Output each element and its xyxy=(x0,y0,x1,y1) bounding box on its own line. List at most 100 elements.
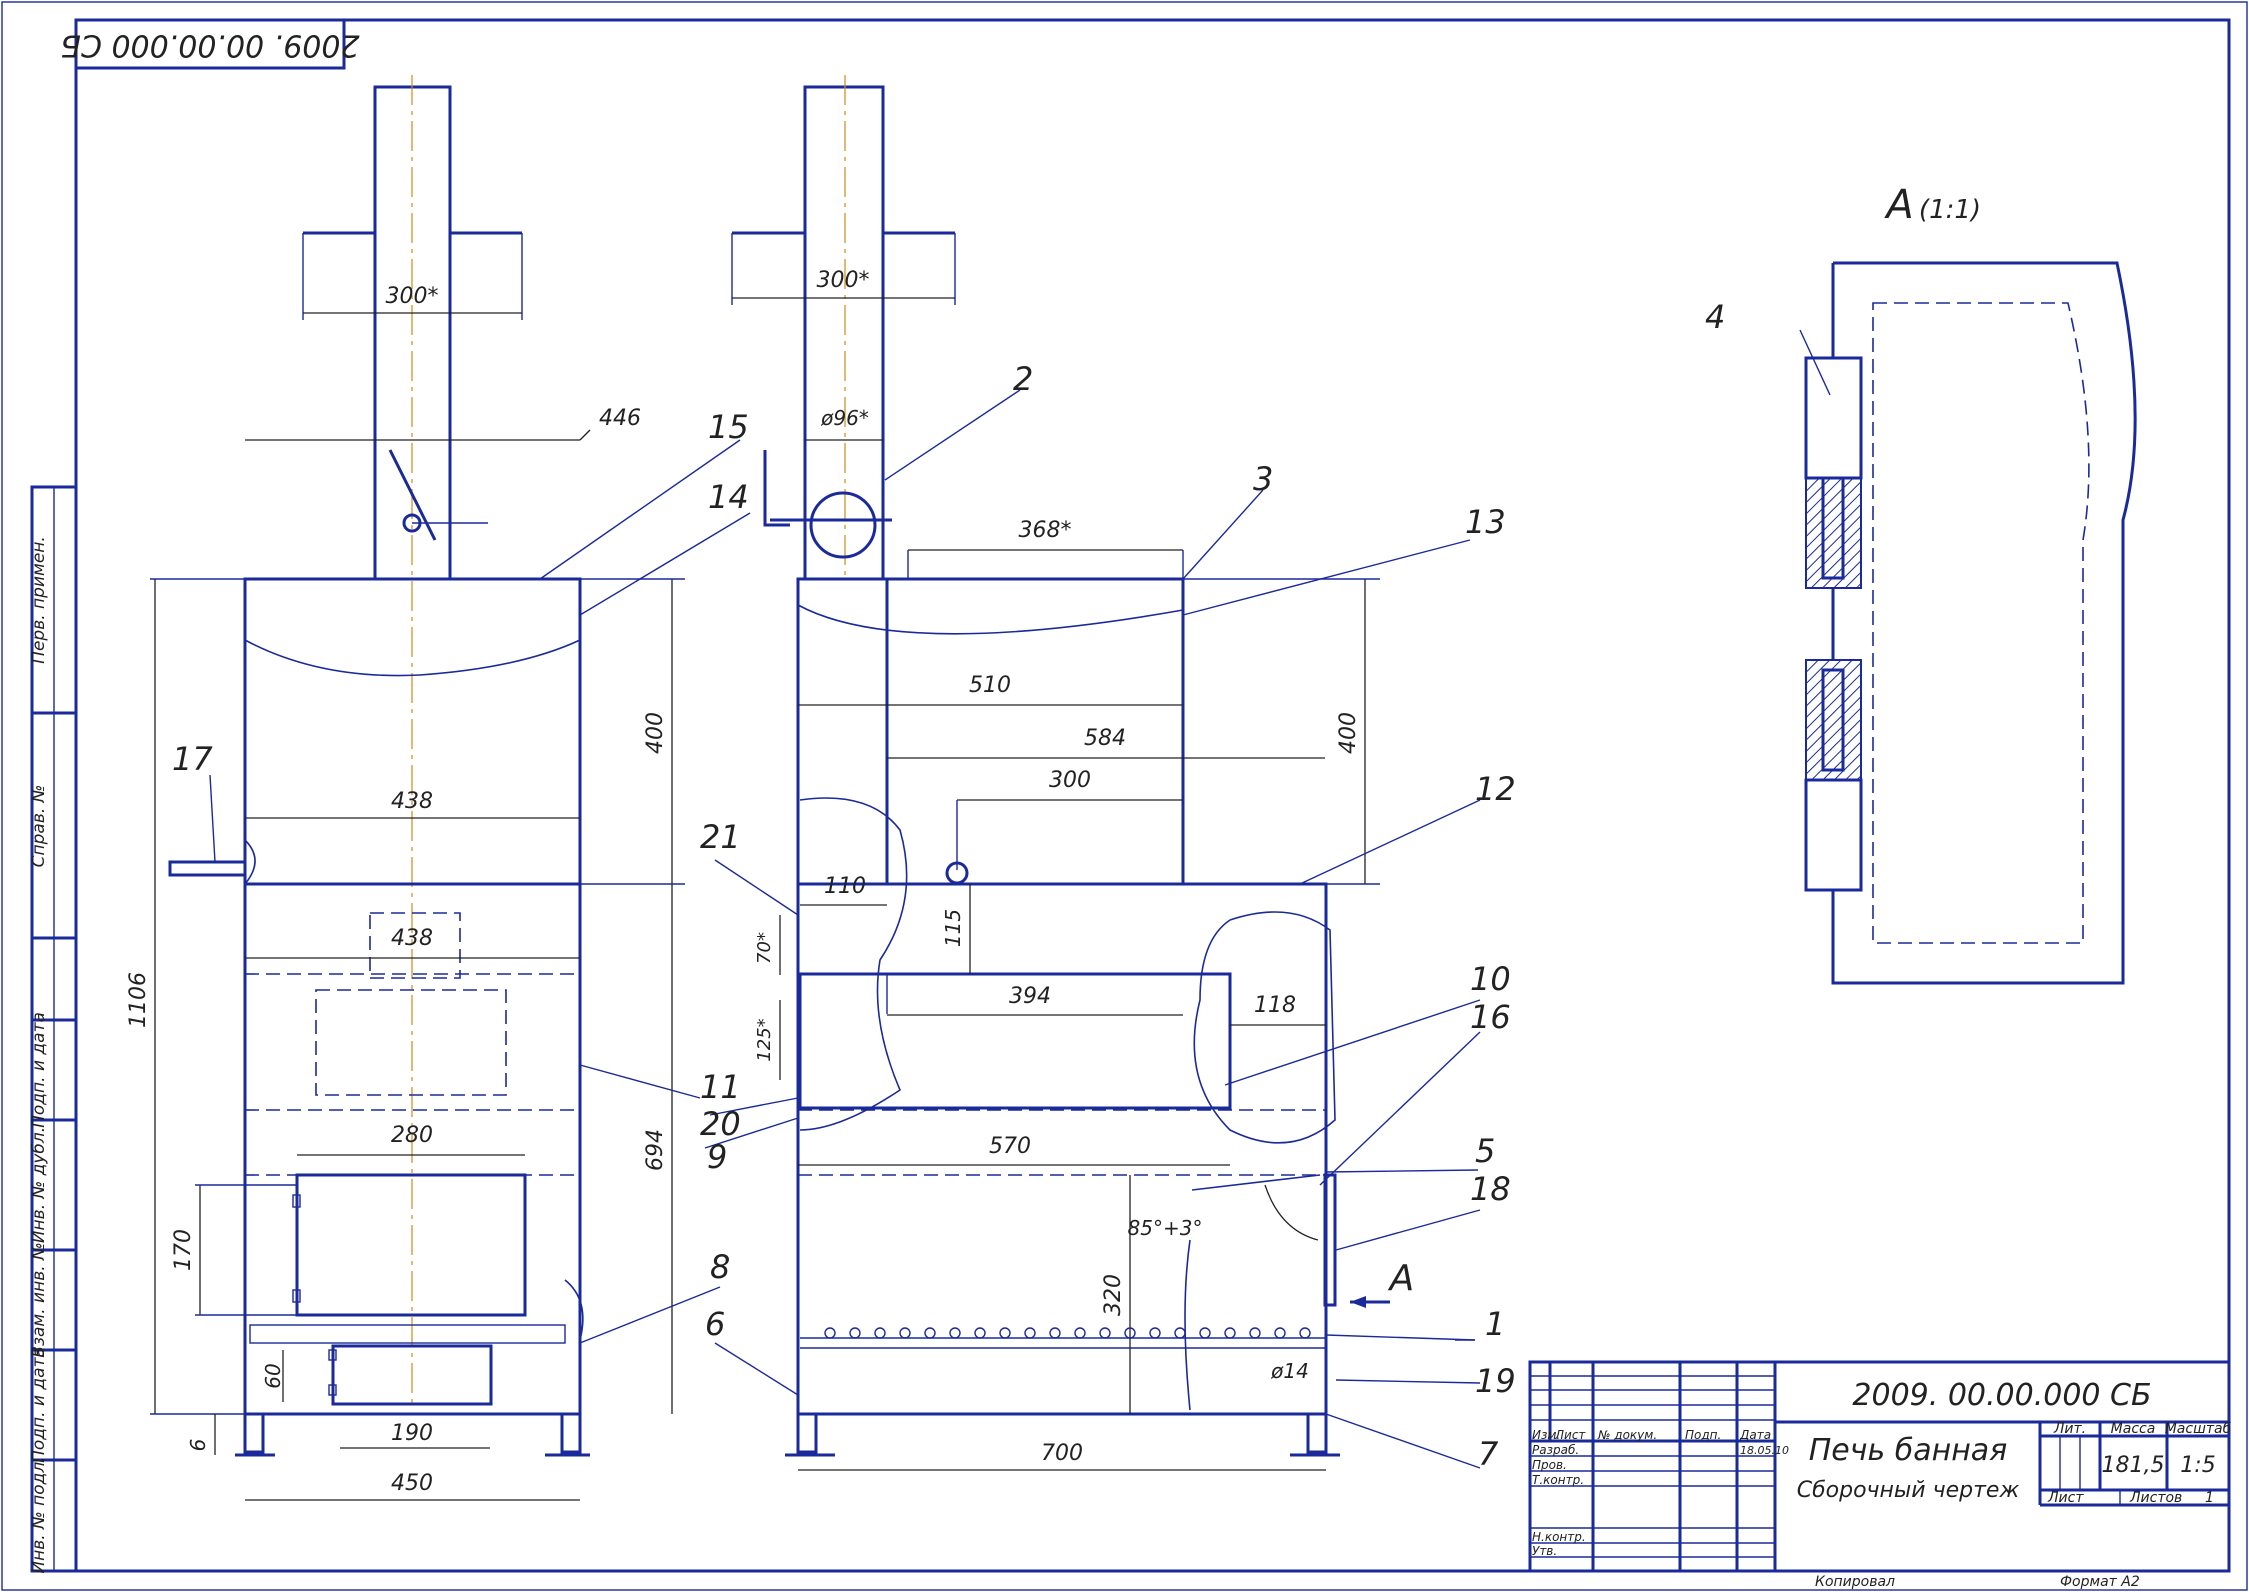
dim-6: 6 xyxy=(186,1439,210,1452)
dim-368: 368* xyxy=(1019,518,1072,543)
callout-12: 12 xyxy=(1475,770,1516,808)
callout-5: 5 xyxy=(1475,1132,1495,1170)
dim-125: 125* xyxy=(754,1018,775,1061)
dim-394: 394 xyxy=(1009,984,1051,1009)
side-stamp-cell: Перв. примен. xyxy=(29,536,49,664)
firebox-door xyxy=(295,1173,527,1317)
dim-1106: 1106 xyxy=(126,972,151,1028)
callout-numbers: 1 2 3 4 5 6 7 8 9 10 11 12 13 14 15 16 1… xyxy=(172,298,1725,1473)
callout-2: 2 xyxy=(1013,360,1033,398)
tb-doc: № докум. xyxy=(1597,1428,1657,1442)
dim-300: 300* xyxy=(386,284,439,309)
callout-4: 4 xyxy=(1705,298,1725,336)
dim-96: ø96* xyxy=(820,406,869,430)
dim-438-top: 438 xyxy=(391,789,433,814)
callout-leaders xyxy=(209,329,1831,1469)
tb-list: Лист xyxy=(1554,1428,1586,1442)
callout-3: 3 xyxy=(1253,460,1273,498)
dim-694: 694 xyxy=(643,1129,668,1171)
grate-bars xyxy=(824,1327,1311,1339)
callout-6: 6 xyxy=(705,1305,725,1343)
tb-scale: Масштаб xyxy=(2165,1421,2232,1437)
tb-lit: Лит. xyxy=(2053,1421,2086,1437)
side-stamp-cell: Подп. и дата xyxy=(29,1012,49,1128)
dim-510: 510 xyxy=(969,673,1011,698)
dim-400-side: 400 xyxy=(1336,712,1361,754)
dim-110: 110 xyxy=(824,874,866,899)
tb-date: Дата xyxy=(1739,1428,1771,1442)
dim-584: 584 xyxy=(1084,726,1126,751)
callout-14: 14 xyxy=(708,478,749,516)
tb-mass: Масса xyxy=(2111,1421,2156,1437)
front-view: 300* 446 xyxy=(126,75,685,1501)
tb-sign: Подп. xyxy=(1685,1428,1721,1442)
side-stamp: Перв. примен. Справ. № Подп. и дата Инв.… xyxy=(29,485,78,1574)
dim-280: 280 xyxy=(391,1123,433,1148)
dim-118: 118 xyxy=(1254,993,1296,1018)
tb-sheets-value: 1 xyxy=(2205,1490,2214,1506)
tb-role: Н.контр. xyxy=(1532,1530,1586,1544)
dim-450: 450 xyxy=(391,1471,433,1496)
tb-izm: Изм. xyxy=(1532,1428,1560,1442)
tb-role: Разраб. xyxy=(1532,1443,1579,1457)
dim-115: 115 xyxy=(941,909,965,947)
dim-14: ø14 xyxy=(1270,1359,1309,1383)
side-stamp-cell: Справ. № xyxy=(29,785,49,868)
drawing-title: Печь банная xyxy=(1809,1433,2008,1468)
firebox-body xyxy=(243,882,582,1416)
tb-mass-value: 181,5 xyxy=(2102,1453,2165,1478)
callout-19: 19 xyxy=(1475,1362,1516,1400)
callout-11: 11 xyxy=(700,1068,741,1106)
dim-400: 400 xyxy=(643,712,668,754)
callout-1: 1 xyxy=(1485,1305,1505,1343)
side-stamp-cell: Взам. инв. № xyxy=(29,1242,49,1357)
section-label: А xyxy=(1883,182,1913,228)
drawing-subtitle: Сборочный чертеж xyxy=(1797,1478,2020,1503)
title-code: 2009. 00.00.000 СБ xyxy=(1852,1378,2151,1413)
dim-300-side: 300* xyxy=(817,268,870,293)
callout-15: 15 xyxy=(708,408,749,446)
callout-8: 8 xyxy=(710,1248,730,1286)
dim-438-mid: 438 xyxy=(391,926,433,951)
tb-role: Пров. xyxy=(1532,1458,1567,1472)
tb-format: Формат А2 xyxy=(2060,1574,2140,1590)
dim-170: 170 xyxy=(171,1229,196,1271)
ash-door xyxy=(331,1344,493,1406)
section-scale: (1:1) xyxy=(1919,195,1981,225)
callout-20: 20 xyxy=(700,1105,741,1143)
dim-320: 320 xyxy=(1101,1274,1126,1316)
dim-70: 70* xyxy=(754,932,775,964)
tb-sheet: Лист xyxy=(2047,1490,2084,1506)
side-section-view: 300* ø96* 368* 510 584 300 400 xyxy=(731,75,1415,1471)
tb-role: Утв. xyxy=(1532,1544,1557,1558)
dim-85: 85°+3° xyxy=(1128,1216,1203,1240)
dim-446: 446 xyxy=(599,406,641,431)
title-block: 2009. 00.00.000 СБ Печь банная Сборочный… xyxy=(1528,1360,2232,1590)
tb-role: Т.контр. xyxy=(1532,1473,1584,1487)
dim-190: 190 xyxy=(391,1421,433,1446)
side-stamp-cell: Подп. и дата xyxy=(29,1347,49,1463)
dim-570: 570 xyxy=(989,1134,1031,1159)
tb-date-value: 18.05.10 xyxy=(1740,1444,1789,1457)
tb-copied: Копировал xyxy=(1815,1574,1895,1590)
callout-17: 17 xyxy=(172,740,213,778)
tb-sheets: Листов xyxy=(2129,1490,2182,1506)
callout-9: 9 xyxy=(707,1138,727,1176)
dim-60: 60 xyxy=(261,1363,285,1388)
callout-18: 18 xyxy=(1470,1170,1511,1208)
callout-16: 16 xyxy=(1470,998,1511,1036)
side-stamp-cell: Инв. № подл. xyxy=(29,1456,49,1573)
section-arrow-label: А xyxy=(1388,1258,1415,1299)
callout-10: 10 xyxy=(1470,960,1511,998)
side-stamp-cell: Инв. № дубл. xyxy=(29,1127,49,1243)
rotated-code-box xyxy=(74,18,346,70)
dim-700: 700 xyxy=(1041,1441,1083,1466)
callout-21: 21 xyxy=(700,818,741,856)
dim-300b: 300 xyxy=(1049,768,1091,793)
tb-scale-value: 1:5 xyxy=(2180,1453,2215,1478)
detail-section-a: А (1:1) xyxy=(1804,182,2137,985)
rotated-code: 2009. 00.00.000 СБ xyxy=(60,28,359,63)
